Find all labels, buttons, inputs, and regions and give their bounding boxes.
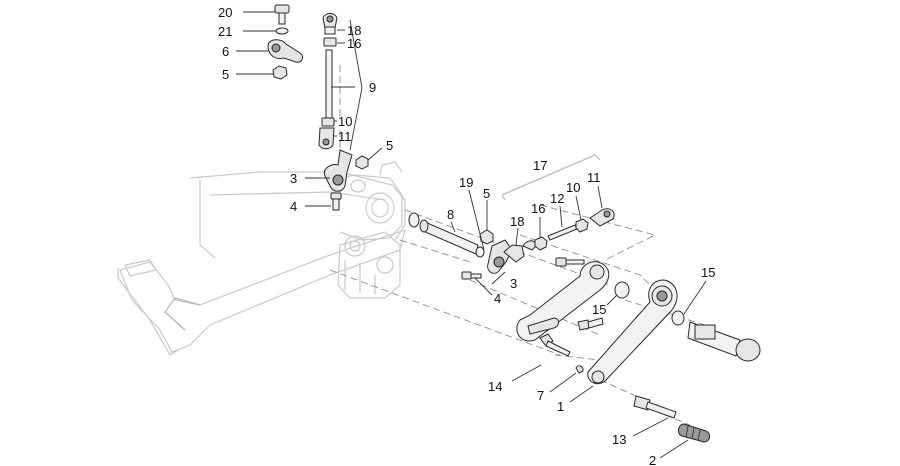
callout-10-top: 10 [338, 114, 352, 129]
part-9-rod [325, 49, 333, 119]
part-7-clip [575, 365, 584, 374]
callout-18-top: 18 [347, 23, 361, 38]
part-10-nut-link [575, 218, 589, 233]
mid-lever-left [323, 149, 369, 211]
callout-3-left: 3 [290, 171, 297, 186]
part-11-rod-end [318, 127, 335, 150]
upper-linkage [267, 4, 338, 150]
shaft-assembly [408, 212, 513, 280]
frame-structure [117, 161, 406, 356]
part-4-bolt-head [330, 192, 342, 200]
bracket-plate [516, 257, 630, 342]
callout-5-right: 5 [483, 186, 490, 201]
part-10-nut [321, 117, 335, 127]
callout-1: 1 [557, 399, 564, 414]
callout-9: 9 [369, 80, 376, 95]
callout-7: 7 [537, 388, 544, 403]
callout-11-link: 11 [587, 170, 601, 185]
callout-16-link: 16 [531, 201, 545, 216]
callout-labels: 20 21 6 5 18 16 9 10 11 5 3 4 19 5 8 17 … [218, 5, 715, 466]
callout-5-mid: 5 [386, 138, 393, 153]
callout-3-right: 3 [510, 276, 517, 291]
part-5-nut-mid [355, 155, 369, 170]
part-2-rubber-grip [677, 423, 711, 443]
callout-4-left: 4 [290, 199, 297, 214]
callout-2: 2 [649, 453, 656, 466]
part-18-ball-joint [503, 244, 525, 263]
brake-pedal [587, 279, 761, 385]
part-16-nut [323, 37, 337, 47]
part-3-lever-left [323, 149, 353, 192]
part-16-nut-link [534, 236, 548, 251]
callout-21: 21 [218, 24, 232, 39]
part-washer-shaft [408, 212, 420, 228]
callout-18-link: 18 [510, 214, 524, 229]
part-20-bolt-shank [278, 12, 286, 25]
callout-11-top: 11 [338, 129, 352, 144]
callout-17: 17 [533, 158, 547, 173]
callout-15-right: 15 [701, 265, 715, 280]
link-assembly-17 [501, 154, 615, 263]
callout-13: 13 [612, 432, 626, 447]
part-4-bolt-right [461, 271, 472, 280]
part-18-ball-stud [324, 26, 336, 35]
callout-5-top: 5 [222, 67, 229, 82]
callout-14: 14 [488, 379, 502, 394]
part-21-washer [275, 27, 289, 35]
part-1-pedal-arm [587, 279, 678, 385]
part-5-nut-upper [272, 65, 288, 80]
part-15-washer-right [671, 310, 685, 326]
callout-15-left: 15 [592, 302, 606, 317]
leader-lines [236, 11, 707, 459]
assembly-lines [329, 65, 706, 426]
bracket-bolt [555, 257, 567, 267]
part-20-bolt-head [274, 4, 290, 14]
lower-parts [539, 333, 711, 443]
callout-19: 19 [459, 175, 473, 190]
part-15-washer-left [614, 281, 630, 299]
part-12-link-rod [547, 224, 578, 241]
callout-12: 12 [550, 191, 564, 206]
callout-8: 8 [447, 207, 454, 222]
part-19-washer [475, 246, 485, 258]
callout-4-right: 4 [494, 291, 501, 306]
callout-6: 6 [222, 44, 229, 59]
callout-16-top: 16 [347, 36, 361, 51]
footrest-bracket [516, 261, 610, 342]
callout-20: 20 [218, 5, 232, 20]
callout-10-link: 10 [566, 180, 580, 195]
